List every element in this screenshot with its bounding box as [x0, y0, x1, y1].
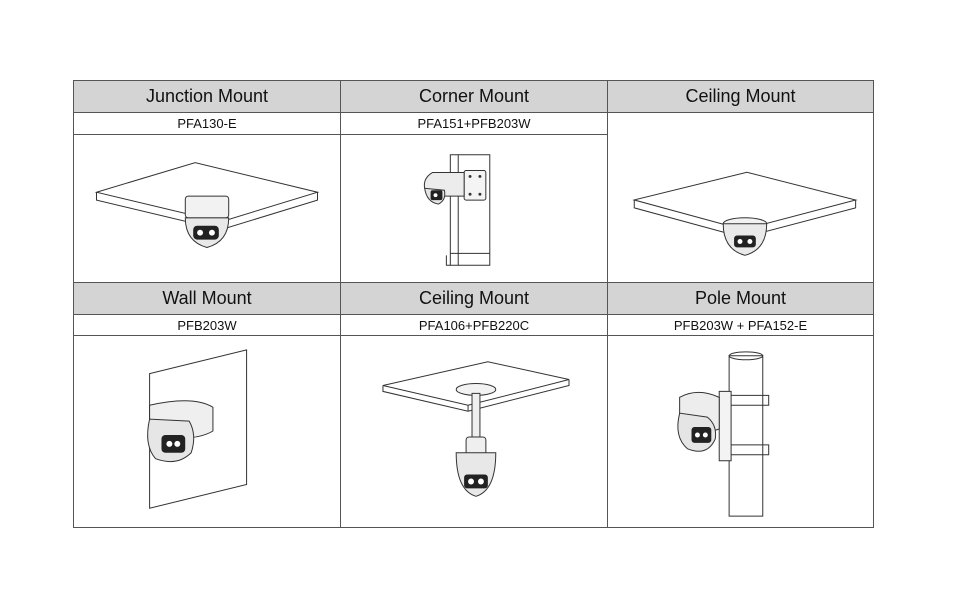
pole-mount-illustration: [607, 335, 874, 528]
wall-mount-camera-icon: [74, 336, 340, 527]
corner-mount-code: PFA151+PFB203W: [340, 112, 608, 135]
ceiling-mount-camera-icon-2: [341, 336, 607, 527]
ceiling-mount-header-2: Ceiling Mount: [340, 282, 608, 315]
pole-mount-header: Pole Mount: [607, 282, 874, 315]
ceiling-mount-camera-icon-1: [608, 113, 873, 282]
ceiling-mount-illustration-2: [340, 335, 608, 528]
junction-mount-code: PFA130-E: [73, 112, 341, 135]
corner-mount-camera-icon: [341, 135, 607, 282]
ceiling-mount-header-1: Ceiling Mount: [607, 80, 874, 113]
wall-mount-header: Wall Mount: [73, 282, 341, 315]
pole-mount-camera-icon: [608, 336, 873, 527]
junction-mount-header: Junction Mount: [73, 80, 341, 113]
ceiling-mount-code-2: PFA106+PFB220C: [340, 314, 608, 336]
corner-mount-illustration: [340, 134, 608, 283]
pole-mount-code: PFB203W + PFA152-E: [607, 314, 874, 336]
junction-mount-camera-icon: [74, 135, 340, 282]
wall-mount-illustration: [73, 335, 341, 528]
wall-mount-code: PFB203W: [73, 314, 341, 336]
junction-mount-illustration: [73, 134, 341, 283]
ceiling-mount-illustration-1: [607, 112, 874, 283]
corner-mount-header: Corner Mount: [340, 80, 608, 113]
mount-options-table: Junction Mount Corner Mount Ceiling Moun…: [73, 80, 874, 528]
